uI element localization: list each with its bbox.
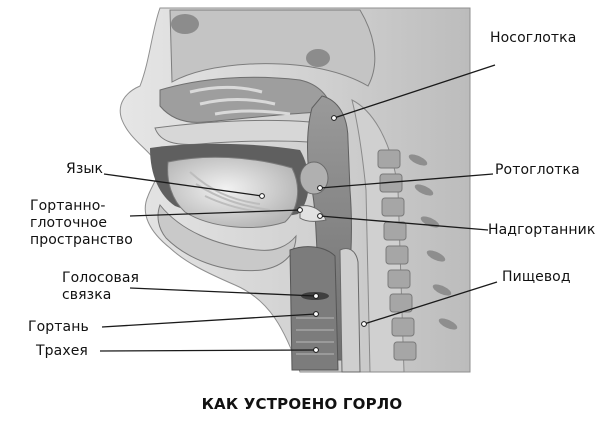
sinus-cavity — [171, 14, 199, 34]
skull-base — [169, 9, 376, 87]
esophagus-structure — [339, 248, 361, 373]
nasal-turbinates — [189, 86, 291, 116]
label-tongue: Язык — [66, 161, 104, 177]
larynx-structure — [289, 246, 339, 371]
vertebrae — [377, 149, 417, 361]
label-vallecula: Гортанно- глоточное пространство — [30, 198, 133, 249]
label-vocal-cord: Голосовая связка — [62, 270, 139, 304]
leader-dots — [259, 115, 367, 353]
label-esophagus: Пищевод — [502, 269, 571, 285]
diagram-title: КАК УСТРОЕНО ГОРЛО — [201, 395, 403, 413]
trachea-rings — [296, 317, 334, 355]
label-vallecula-line-1: Гортанно- — [30, 198, 106, 214]
spinous-processes — [408, 154, 458, 330]
label-vallecula-line-2: глоточное — [30, 215, 108, 231]
leader-lines — [99, 64, 498, 352]
mandible — [157, 203, 297, 272]
label-nasopharynx: Носоглотка — [490, 30, 577, 46]
label-vocal-cord-line-2: связка — [62, 287, 112, 303]
leader-larynx — [101, 313, 317, 328]
leader-trachea — [99, 349, 317, 352]
leader-epiglottis — [319, 215, 489, 231]
leader-tongue — [103, 173, 263, 197]
leader-esophagus — [363, 281, 498, 325]
label-larynx: Гортань — [28, 319, 89, 335]
tonsil — [299, 161, 329, 195]
label-vocal-cord-line-1: Голосовая — [62, 270, 140, 286]
label-vallecula-line-3: пространство — [30, 232, 133, 248]
label-oropharynx: Ротоглотка — [495, 162, 580, 178]
sinus-cavity — [306, 49, 330, 67]
label-epiglottis: Надгортанник — [488, 222, 596, 238]
label-trachea: Трахея — [36, 343, 88, 359]
leader-nasopharynx — [333, 64, 496, 119]
leader-oropharynx — [319, 173, 494, 189]
leader-vallecula — [129, 209, 301, 217]
leader-vocal-cord — [129, 287, 317, 297]
